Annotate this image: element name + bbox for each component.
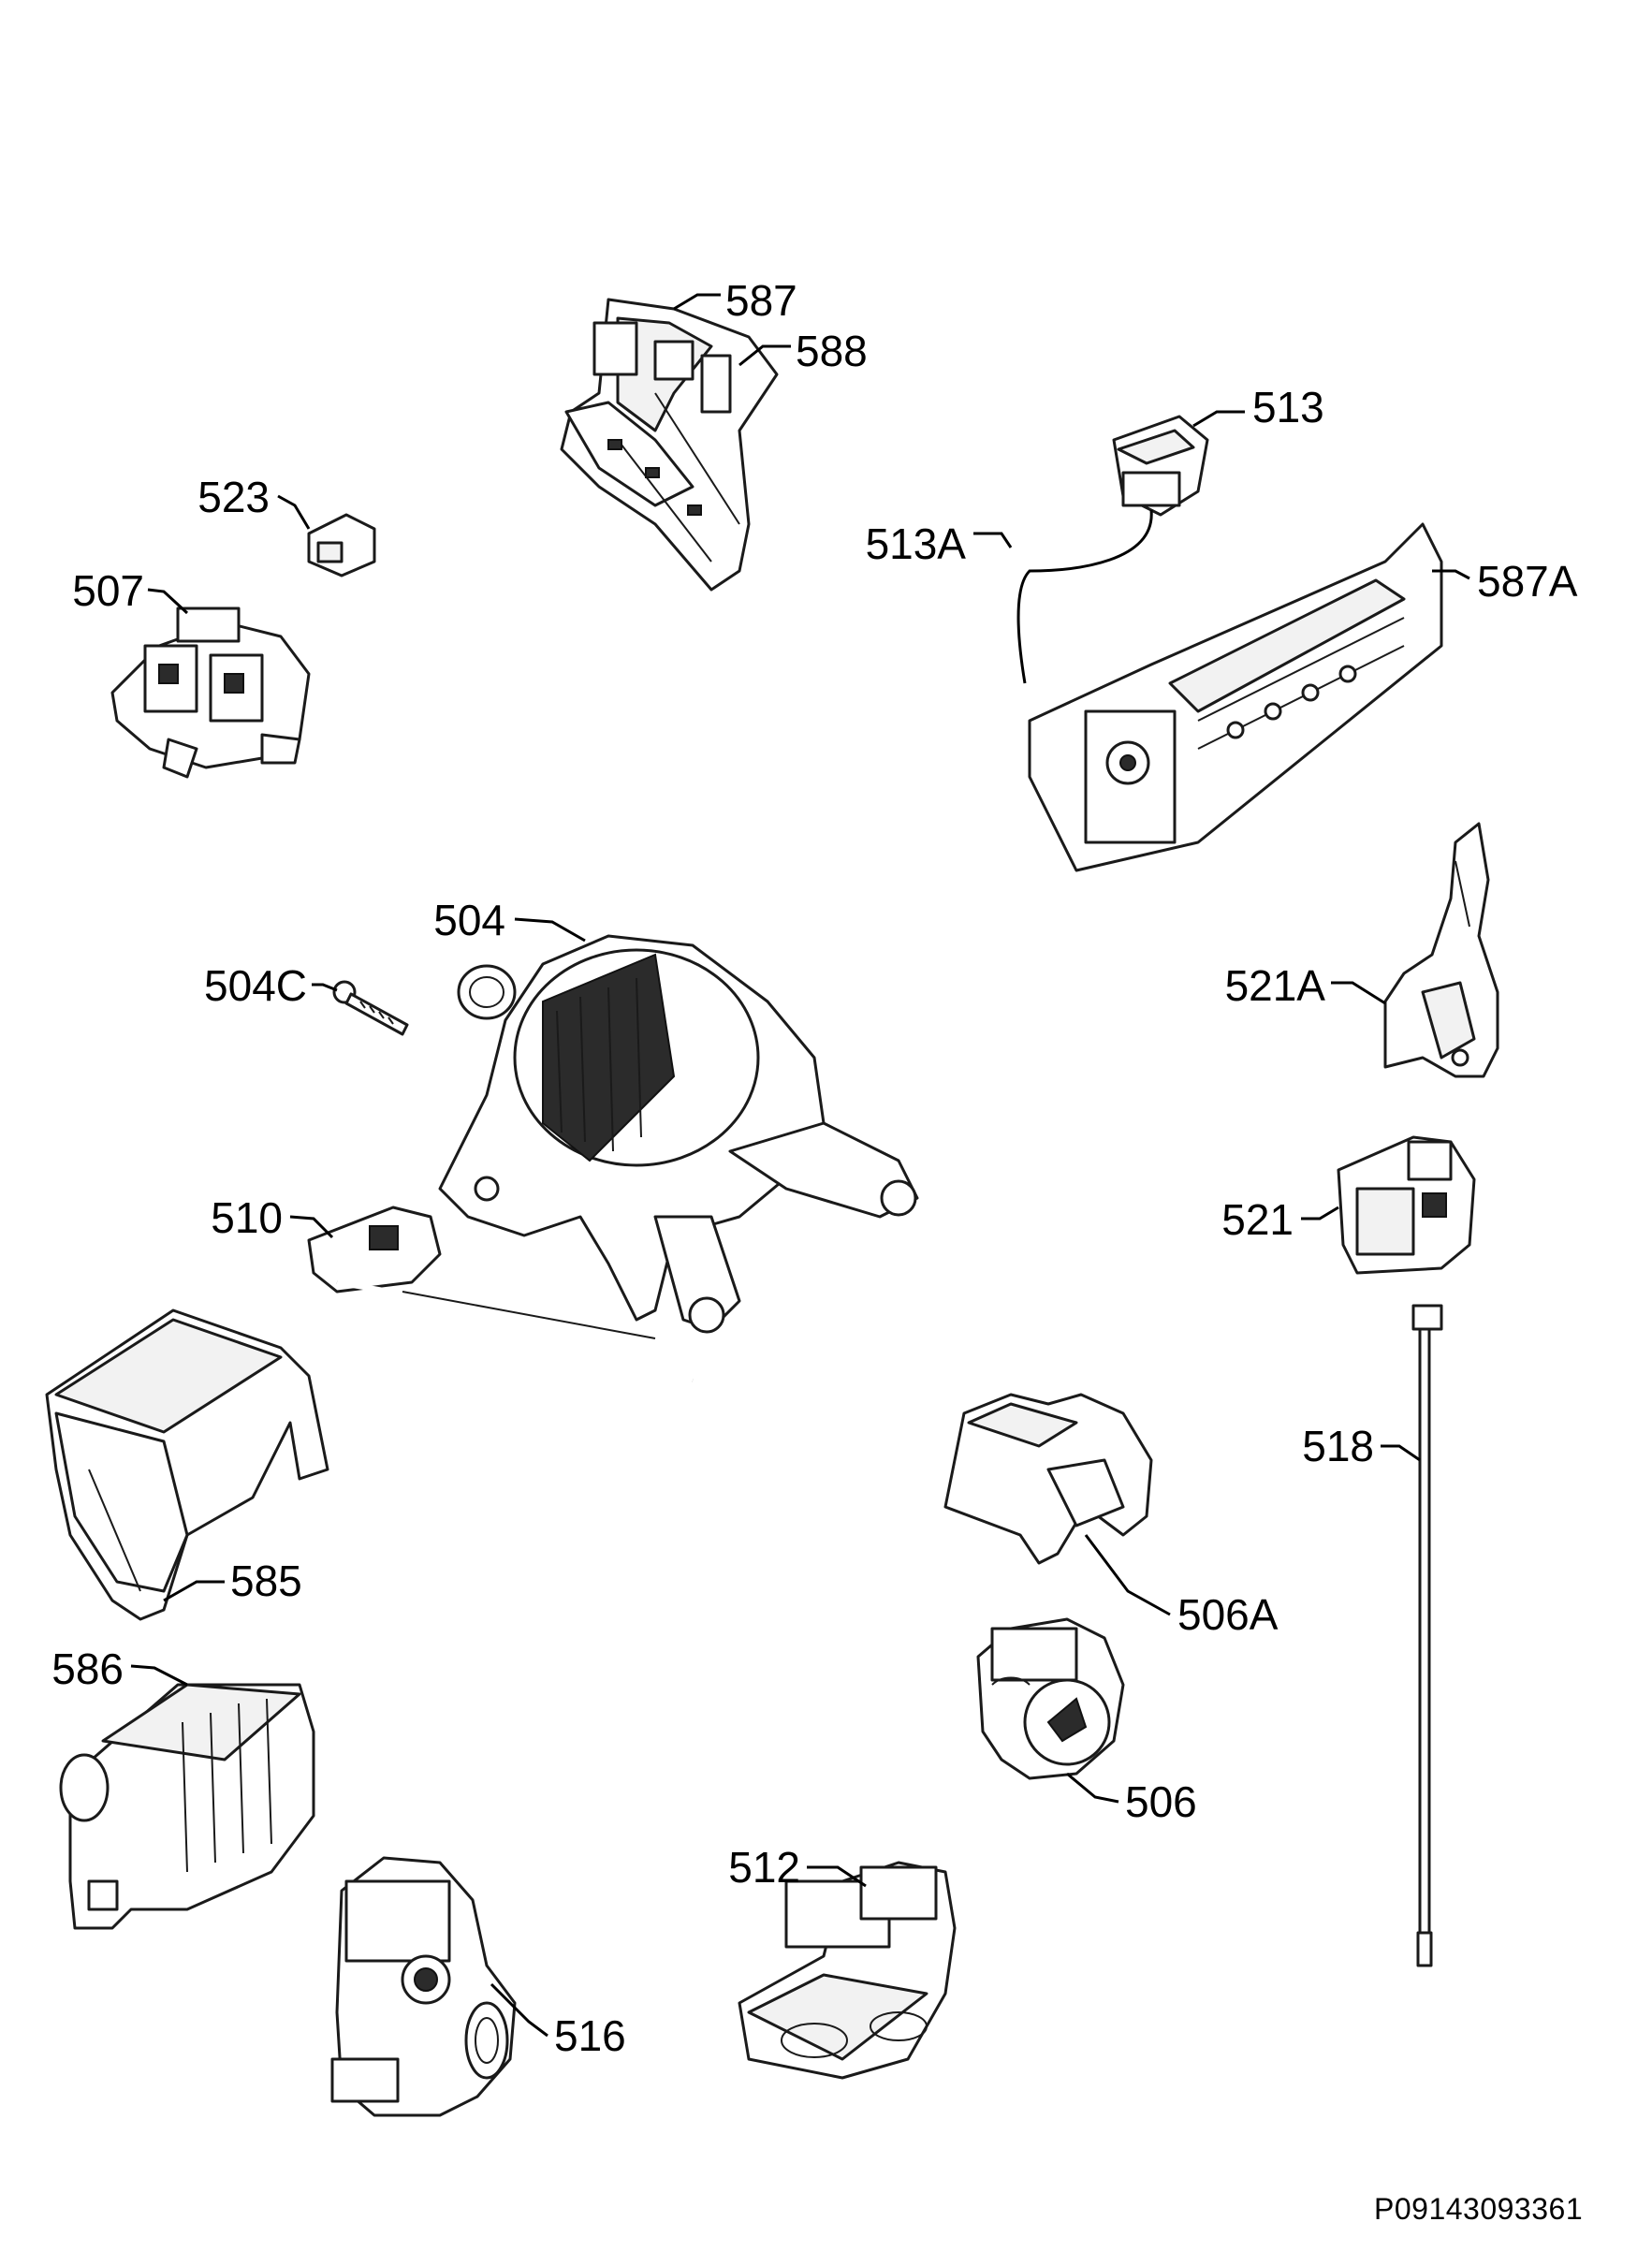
part-516-pump xyxy=(330,1856,517,2117)
label-586: 586 xyxy=(51,1644,124,1693)
label-516: 516 xyxy=(554,2011,626,2060)
label-507: 507 xyxy=(72,566,144,615)
part-585-cover xyxy=(45,1308,329,1621)
part-512-pressure-chamber xyxy=(738,1861,957,2080)
label-585: 585 xyxy=(230,1557,302,1605)
part-586-filter-housing xyxy=(59,1683,315,1930)
part-587A-display-board xyxy=(1028,522,1443,872)
label-587: 587 xyxy=(725,276,797,325)
part-523-clip xyxy=(307,513,376,577)
label-513: 513 xyxy=(1252,383,1324,431)
part-513-sensor xyxy=(1112,415,1209,517)
label-506A: 506A xyxy=(1177,1590,1279,1639)
part-587-control-board xyxy=(560,298,779,592)
label-512: 512 xyxy=(728,1843,800,1892)
part-504-motor xyxy=(438,934,919,1334)
label-521: 521 xyxy=(1221,1195,1294,1244)
label-587A: 587A xyxy=(1477,557,1578,606)
label-523: 523 xyxy=(197,473,270,521)
label-588: 588 xyxy=(796,327,868,375)
part-506A-pump-cover xyxy=(943,1393,1153,1565)
document-id: P09143093361 xyxy=(1374,2192,1584,2226)
part-521-door-lock xyxy=(1337,1135,1476,1275)
part-518-cable xyxy=(1411,1304,1443,1967)
label-513A: 513A xyxy=(865,519,966,568)
part-521A-bracket xyxy=(1383,822,1499,1078)
label-504C: 504C xyxy=(204,961,307,1010)
label-510: 510 xyxy=(211,1193,283,1242)
label-506: 506 xyxy=(1125,1777,1197,1826)
label-504: 504 xyxy=(433,896,505,944)
label-521A: 521A xyxy=(1224,961,1325,1010)
label-518: 518 xyxy=(1302,1422,1374,1470)
part-506-drain-pump xyxy=(976,1617,1125,1780)
part-504C-screw xyxy=(332,980,409,1036)
part-507-inlet-valve xyxy=(110,607,311,779)
part-510-heating-element xyxy=(307,1206,731,1403)
